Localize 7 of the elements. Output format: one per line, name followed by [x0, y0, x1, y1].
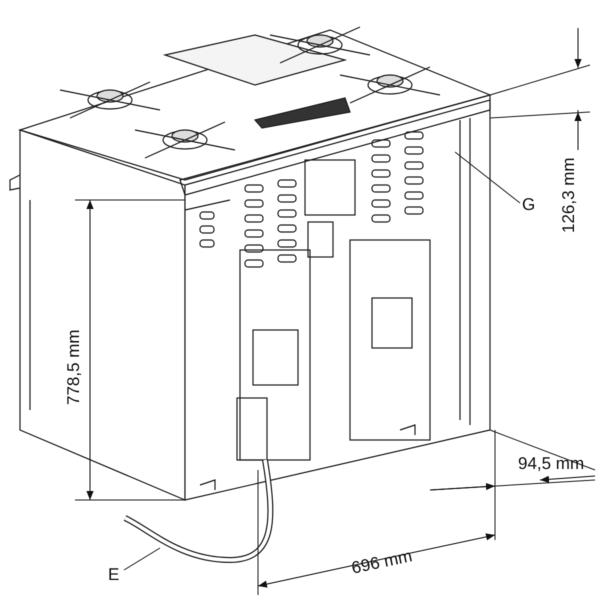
dimension-label: 94,5 mm — [518, 455, 584, 472]
callout-letter: E — [108, 566, 120, 583]
callout-letter: G — [522, 196, 536, 213]
leader-line — [124, 548, 160, 570]
dimension-label: 126,3 mm — [560, 157, 577, 233]
leader-line — [454, 152, 520, 204]
dimension-label: 778,5 mm — [65, 329, 82, 405]
